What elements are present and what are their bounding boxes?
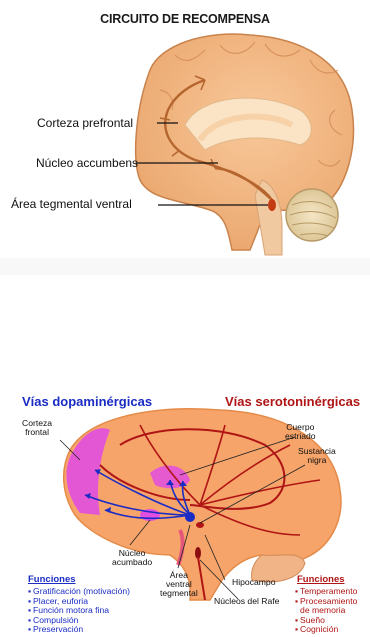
functions-right-heading: Funciones bbox=[297, 574, 345, 585]
label-nucleo-accumbens: Núcleo accumbens bbox=[36, 156, 138, 170]
reward-circuit-panel: CIRCUITO DE RECOMPENSA bbox=[0, 0, 370, 275]
label-cuerpo-estriado: Cuerpo estriado bbox=[285, 423, 316, 441]
functions-left-heading: Funciones bbox=[28, 574, 76, 585]
functions-right-list: Temperamento Procesamiento ▪de memoria S… bbox=[295, 587, 357, 635]
label-nucleo-acumbado: Núcleo acumbado bbox=[112, 549, 152, 567]
label-corteza-prefrontal: Corteza prefrontal bbox=[37, 116, 133, 130]
label-corteza-frontal: Corteza frontal bbox=[22, 419, 52, 437]
neurotransmitter-pathways-panel: Vías dopaminérgicas Vías serotoninérgica… bbox=[0, 385, 370, 637]
label-line: acumbado bbox=[112, 558, 152, 567]
vta-marker bbox=[268, 199, 276, 211]
label-line: frontal bbox=[22, 428, 52, 437]
label-sustancia-nigra: Sustancia nigra bbox=[298, 447, 336, 465]
label-hipocampo: Hipocampo bbox=[232, 578, 275, 587]
vta-dopamine-source bbox=[185, 512, 195, 522]
brain-sagittal-illustration bbox=[0, 0, 370, 275]
label-area-tegmental-ventral: Área tegmental ventral bbox=[11, 197, 132, 211]
label-line: nigra bbox=[298, 456, 336, 465]
label-nucleos-rafe: Núcleos del Rafe bbox=[214, 597, 279, 606]
label-line: tegmental bbox=[160, 589, 198, 598]
list-item: Cognición bbox=[295, 625, 357, 635]
label-line: estriado bbox=[285, 432, 316, 441]
label-area-ventral-tegmental: Área ventral tegmental bbox=[160, 571, 198, 598]
list-item: Preservación bbox=[28, 625, 130, 635]
list-item-continuation: de memoria bbox=[300, 605, 345, 615]
functions-left-list: Gratificación (motivación) Placer, eufor… bbox=[28, 587, 130, 635]
